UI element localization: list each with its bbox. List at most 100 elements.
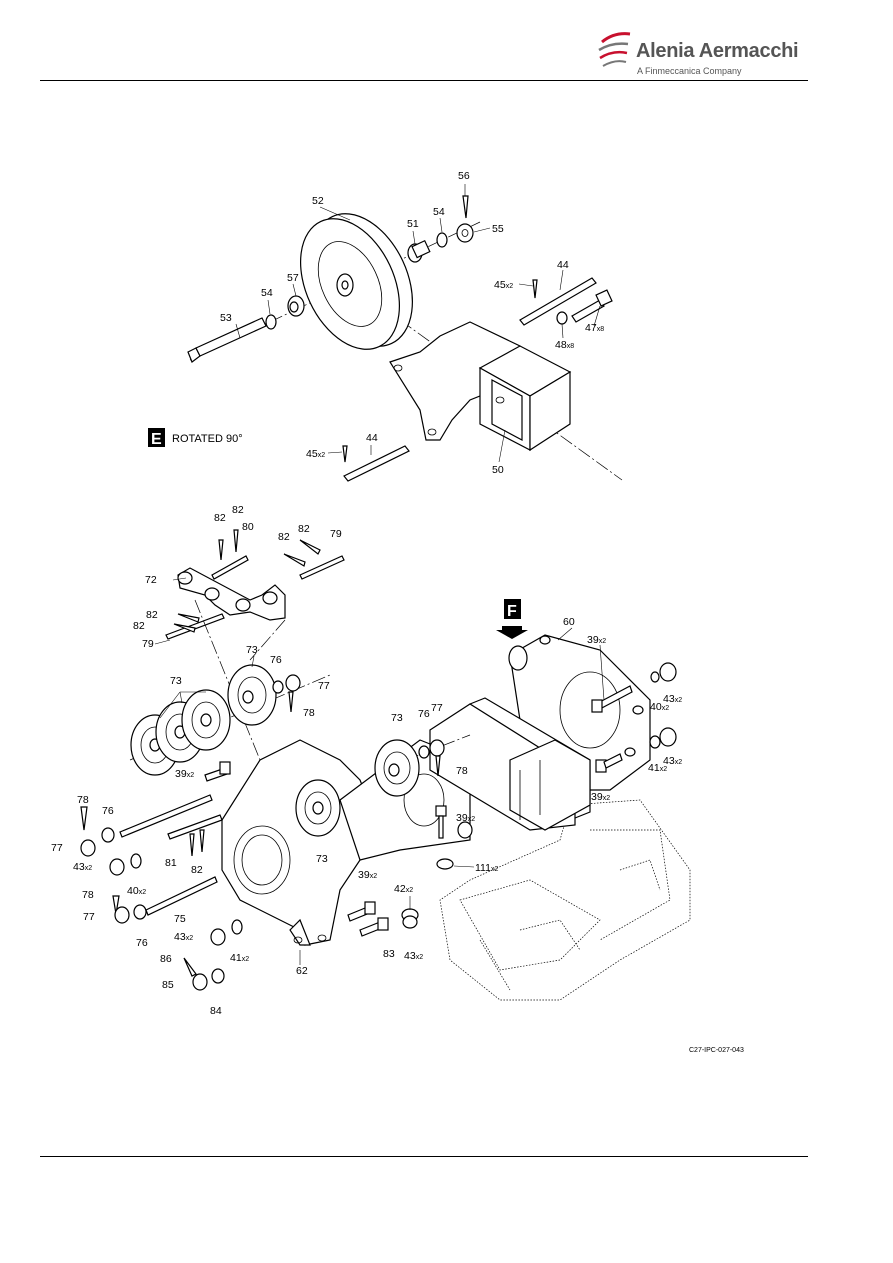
callout-43-a: 43x2: [663, 693, 682, 705]
callout-72: 72: [145, 574, 157, 586]
footer-rule: [40, 1156, 808, 1157]
callout-60: 60: [563, 616, 575, 628]
pulley-73-e: [295, 779, 341, 837]
cotter-pin-78-d: [112, 895, 120, 915]
callout-78-d: 78: [82, 889, 94, 901]
washer-41-b: [231, 919, 243, 935]
callout-82-b: 82: [232, 504, 244, 516]
brand-tagline: A Finmeccanica Company: [637, 66, 742, 76]
mounting-plate: [429, 697, 591, 831]
callout-85: 85: [162, 979, 174, 991]
lower-assembly: [80, 529, 691, 1001]
nut-43-d: [210, 928, 226, 946]
callout-43-e: 43x2: [404, 950, 423, 962]
callout-55: 55: [492, 223, 504, 235]
callout-77-d: 77: [83, 911, 95, 923]
callout-39-b: 39x2: [587, 634, 606, 646]
cotter-pin-82-d: [299, 539, 321, 555]
callout-82-a: 82: [214, 512, 226, 524]
callout-42: 42x2: [394, 883, 413, 895]
nut-77-b: [429, 739, 445, 757]
callout-77-c: 77: [51, 842, 63, 854]
bolt-39-e: [347, 901, 376, 922]
callout-48: 48x8: [555, 339, 574, 351]
callout-39-d: 39x2: [456, 812, 475, 824]
callout-44: 44: [557, 259, 569, 271]
link-72: [177, 567, 286, 621]
callout-50: 50: [492, 464, 504, 476]
cotter-pin-78-b: [435, 755, 441, 777]
nut-77-c: [80, 839, 96, 857]
callout-84: 84: [210, 1005, 222, 1017]
cotter-pin-78-a: [288, 691, 294, 713]
washer-76-b: [418, 745, 430, 759]
leader-lines: [154, 577, 605, 965]
callout-39-a: 39x2: [175, 768, 194, 780]
washer-54: [265, 314, 277, 330]
view-e-label: E ROTATED 90°: [148, 428, 243, 448]
washer-76-c: [101, 827, 115, 843]
callout-41-a: 41x2: [648, 762, 667, 774]
nut-43-b: [659, 727, 677, 747]
pin-79-upper: [299, 555, 345, 580]
cotter-pin-82-g: [189, 833, 195, 857]
brand-name: Alenia Aermacchi: [636, 40, 799, 62]
cotter-pin-82-a: [218, 539, 224, 561]
cotter-pin-82-c: [283, 553, 306, 567]
view-arrow-icon: [496, 626, 528, 639]
callout-76-a: 76: [270, 654, 282, 666]
cotter-pin-86: [183, 957, 197, 977]
callout-53: 53: [220, 312, 232, 324]
header-rule: [40, 80, 808, 81]
callouts-view-e: 56 52 51 54 55 44 45x2 57 54 53 47x8 48x…: [220, 170, 604, 476]
washer-76-a: [272, 680, 284, 694]
nut-55: [456, 223, 474, 243]
callout-43-d: 43x2: [174, 931, 193, 943]
callout-73-b: 73: [170, 675, 182, 687]
washer-48: [556, 311, 568, 325]
callout-43-c: 43x2: [73, 861, 92, 873]
cotter-pin-56: [462, 195, 469, 219]
bolt-39-d: [435, 805, 447, 839]
pin-44-lower: [343, 445, 410, 482]
company-logo: [596, 26, 796, 80]
cotter-pin-82-h: [199, 829, 205, 853]
callout-52: 52: [312, 195, 324, 207]
cotter-pin-45-a: [532, 279, 538, 299]
washer-76-d: [133, 904, 147, 920]
callout-40-b: 40x2: [127, 885, 146, 897]
view-e-letter: E: [151, 431, 162, 448]
airframe-structure-dotted: [439, 799, 691, 1001]
cotter-pin-45-b: [342, 445, 348, 463]
callout-51: 51: [407, 218, 419, 230]
callout-73-a: 73: [246, 644, 258, 656]
washer-111: [436, 858, 454, 870]
callout-41-b: 41x2: [230, 952, 249, 964]
callout-56: 56: [458, 170, 470, 182]
callout-73-d: 73: [316, 853, 328, 865]
callout-80: 80: [242, 521, 254, 533]
bolt-39-b: [591, 685, 633, 713]
callout-77-b: 77: [431, 702, 443, 714]
callout-54-b: 54: [261, 287, 273, 299]
view-e-leaders: [235, 184, 601, 463]
callout-57: 57: [287, 272, 299, 284]
pin-44-upper: [519, 277, 597, 326]
bolt-83: [359, 917, 389, 937]
nut-42-43: [401, 908, 419, 929]
callout-45: 45x2: [494, 279, 513, 291]
callout-76-b: 76: [418, 708, 430, 720]
washer-41-a: [649, 735, 661, 749]
callout-82-d: 82: [278, 531, 290, 543]
cotter-pin-82-f: [173, 623, 196, 633]
callout-79-b: 79: [142, 638, 154, 650]
bolt-53: [187, 317, 267, 363]
callout-78-b: 78: [456, 765, 468, 777]
callout-76-d: 76: [136, 937, 148, 949]
callout-39-e: 39x2: [358, 869, 377, 881]
figure-id: C27-IPC-027-043: [689, 1047, 744, 1054]
alenia-swoosh-icon: [598, 32, 631, 67]
callout-76-c: 76: [102, 805, 114, 817]
callout-82-g: 82: [191, 864, 203, 876]
nut-43-shoulder: [457, 821, 473, 839]
